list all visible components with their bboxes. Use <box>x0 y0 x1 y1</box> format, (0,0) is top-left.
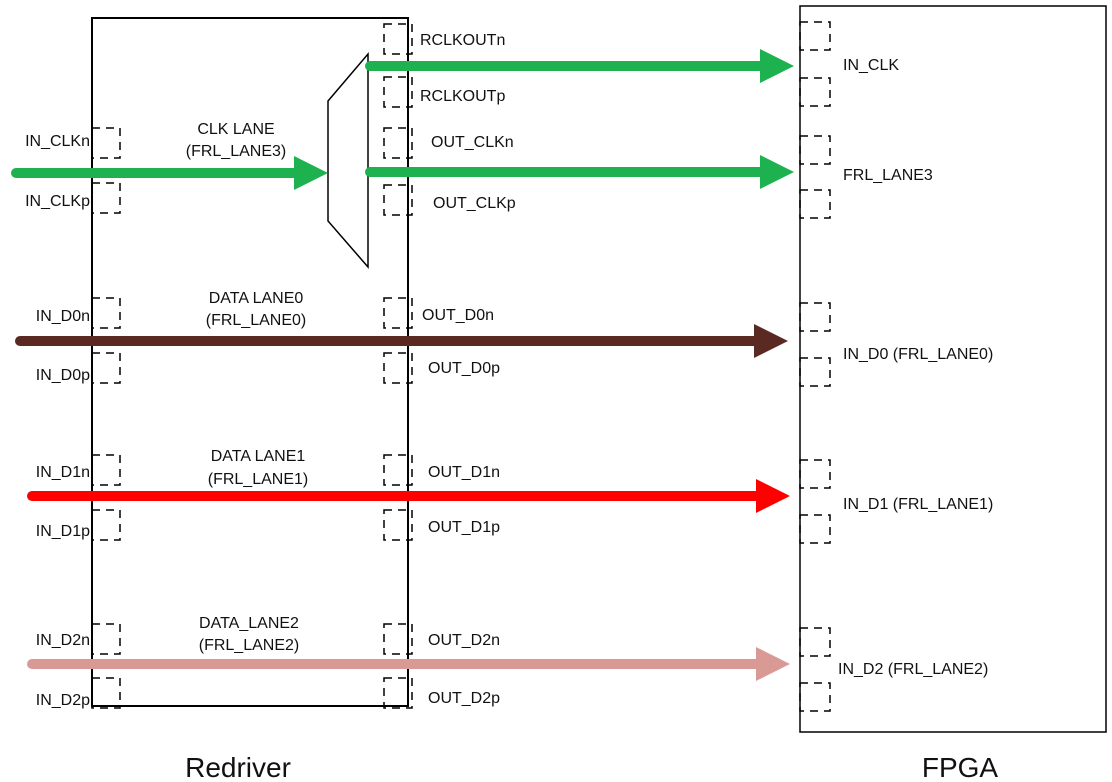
label-out-clkn: OUT_CLKn <box>431 134 514 151</box>
label-in-clkn: IN_CLKn <box>25 133 90 150</box>
label-clk-lane: CLK LANE <box>197 121 274 138</box>
label-data-lane2-frl: (FRL_LANE2) <box>199 637 299 654</box>
label-in-clkp: IN_CLKp <box>25 193 90 210</box>
label-rclkoutn: RCLKOUTn <box>420 32 505 49</box>
pin-fpga-d0-n <box>799 302 831 332</box>
label-out-d1p: OUT_D1p <box>428 519 500 536</box>
label-in-d0p: IN_D0p <box>36 367 90 384</box>
label-fpga-in-clk: IN_CLK <box>843 57 899 74</box>
pin-fpga-clk-n <box>799 21 831 51</box>
pin-in-d2n <box>91 623 121 655</box>
pin-out-clkp <box>383 184 413 216</box>
pin-rclkoutn <box>383 23 413 55</box>
label-out-d2n: OUT_D2n <box>428 632 500 649</box>
pin-out-d2n <box>383 623 413 655</box>
label-data-lane0: DATA LANE0 <box>209 290 304 307</box>
pin-out-d0n <box>383 297 413 329</box>
label-in-d2p: IN_D2p <box>36 692 90 709</box>
label-clk-lane-frl: (FRL_LANE3) <box>186 143 286 160</box>
pin-fpga-clk-p <box>799 77 831 107</box>
label-in-d1p: IN_D1p <box>36 523 90 540</box>
label-fpga-in-d0: IN_D0 (FRL_LANE0) <box>843 346 993 363</box>
label-out-clkp: OUT_CLKp <box>433 195 516 212</box>
pin-out-d1p <box>383 509 413 541</box>
pin-out-clkn <box>383 127 413 159</box>
pin-in-d0n <box>91 297 121 329</box>
label-out-d1n: OUT_D1n <box>428 464 500 481</box>
pin-in-d1p <box>91 509 121 541</box>
pin-fpga-lane3-p <box>799 189 831 219</box>
pin-fpga-lane3-n <box>799 135 831 165</box>
redriver-title: Redriver <box>185 752 291 782</box>
label-rclkoutp: RCLKOUTp <box>420 88 505 105</box>
label-fpga-frl-lane3: FRL_LANE3 <box>843 167 933 184</box>
pin-boxes <box>91 21 831 712</box>
label-data-lane2: DATA_LANE2 <box>199 615 299 632</box>
label-data-lane1: DATA LANE1 <box>211 448 306 465</box>
label-in-d0n: IN_D0n <box>36 308 90 325</box>
redriver-block <box>91 17 409 707</box>
label-data-lane0-frl: (FRL_LANE0) <box>206 312 306 329</box>
pin-in-clkp <box>91 182 121 214</box>
pin-fpga-d1-p <box>799 514 831 544</box>
pin-out-d0p <box>383 352 413 384</box>
pin-in-clkn <box>91 127 121 159</box>
pin-fpga-d2-p <box>799 682 831 712</box>
pin-out-d2p <box>383 677 413 709</box>
pin-in-d1n <box>91 454 121 486</box>
label-out-d0n: OUT_D0n <box>422 307 494 324</box>
label-out-d2p: OUT_D2p <box>428 690 500 707</box>
pin-fpga-d0-p <box>799 357 831 387</box>
label-data-lane1-frl: (FRL_LANE1) <box>208 471 308 488</box>
label-fpga-in-d1: IN_D1 (FRL_LANE1) <box>843 496 993 513</box>
label-fpga-in-d2: IN_D2 (FRL_LANE2) <box>838 661 988 678</box>
clock-mux <box>327 51 369 270</box>
label-in-d2n: IN_D2n <box>36 632 90 649</box>
fpga-title: FPGA <box>922 752 999 782</box>
pin-rclkoutp <box>383 76 413 108</box>
pin-in-d0p <box>91 352 121 384</box>
label-in-d1n: IN_D1n <box>36 464 90 481</box>
label-out-d0p: OUT_D0p <box>428 360 500 377</box>
pin-fpga-d2-n <box>799 627 831 657</box>
pin-in-d2p <box>91 677 121 709</box>
pin-out-d1n <box>383 454 413 486</box>
pin-fpga-d1-n <box>799 459 831 489</box>
fpga-block <box>799 5 1107 733</box>
